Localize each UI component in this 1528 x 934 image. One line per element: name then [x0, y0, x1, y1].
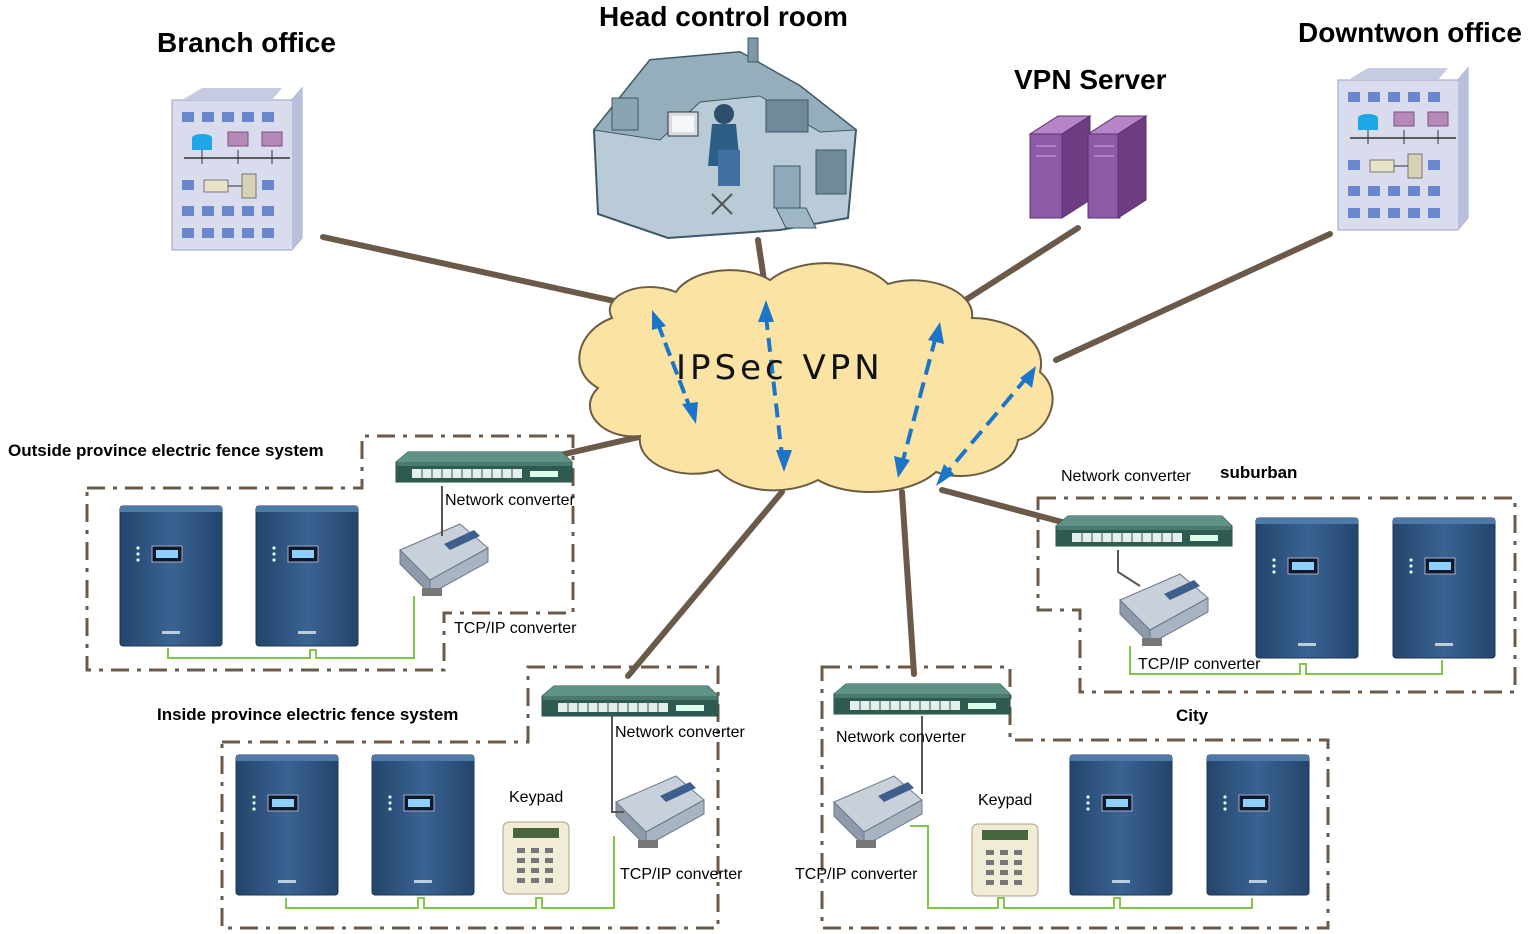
link-downtown-office	[1053, 231, 1333, 363]
zone-inside-province-border	[220, 665, 720, 930]
inside-keypad-device	[502, 821, 570, 895]
vpn-server-towers	[1028, 115, 1148, 219]
city-title: City	[1176, 706, 1209, 725]
suburban-network-switch	[1055, 515, 1233, 547]
downtown-office-building	[1337, 67, 1469, 231]
inside-province-title: Inside province electric fence system	[157, 705, 459, 724]
link-head-control-room	[755, 237, 767, 283]
outside-network-converter-label: Network converter	[445, 492, 575, 509]
inside-network-switch	[541, 685, 719, 717]
vpn-cloud	[578, 262, 1054, 493]
branch-office-building	[171, 87, 303, 251]
zone-suburban-border	[1036, 496, 1517, 694]
vpn-tunnel-arrows	[656, 315, 1030, 478]
link-inside-province	[625, 489, 785, 679]
city-controller-1	[1069, 754, 1173, 896]
vpn-server-label: VPN Server	[1014, 64, 1167, 95]
city-network-switch	[833, 683, 1011, 715]
link-city	[899, 489, 917, 677]
inside-keypad-label: Keypad	[509, 789, 564, 806]
branch-office-label: Branch office	[157, 27, 336, 58]
zone-borders	[85, 434, 1517, 930]
inside-tcpip-converter-label: TCP/IP converter	[620, 866, 743, 883]
inside-wire	[285, 836, 615, 909]
vpn-cloud-label: IPSec VPN	[676, 348, 884, 388]
zone-outside-province-border	[85, 434, 575, 672]
city-controller-2	[1206, 754, 1310, 896]
suburban-title: suburban	[1220, 463, 1298, 482]
city-keypad-label: Keypad	[978, 792, 1033, 809]
outside-tcpip-device	[399, 523, 489, 597]
suburban-wire	[1129, 646, 1443, 675]
suburban-tcpip-device	[1119, 573, 1209, 647]
outside-network-switch	[395, 451, 573, 483]
outside-controller-1	[119, 505, 223, 647]
outside-province-title: Outside province electric fence system	[8, 441, 324, 460]
inside-tcpip-device	[615, 775, 705, 849]
city-tcpip-converter-label: TCP/IP converter	[795, 866, 918, 883]
downtown-office-label: Downtwon office	[1298, 17, 1522, 48]
city-wire	[910, 825, 1253, 909]
city-keypad-device	[971, 823, 1039, 897]
city-network-converter-label: Network converter	[836, 729, 966, 746]
inside-controller-1	[235, 754, 339, 896]
outside-tcpip-converter-label: TCP/IP converter	[454, 620, 577, 637]
city-tcpip-device	[833, 775, 923, 849]
inside-controller-2	[371, 754, 475, 896]
suburban-tcpip-converter-label: TCP/IP converter	[1138, 656, 1261, 673]
head-control-room-label: Head control room	[599, 1, 848, 32]
suburban-network-converter-label: Network converter	[1061, 468, 1191, 485]
link-vpn-server	[953, 225, 1081, 309]
inside-network-converter-label: Network converter	[615, 724, 745, 741]
arrow-heads	[652, 300, 1036, 486]
outside-wire	[167, 596, 415, 659]
link-suburban	[939, 487, 1065, 525]
zone-city-border	[820, 665, 1330, 930]
suburban-controller-1	[1255, 517, 1359, 659]
link-branch-office	[320, 234, 631, 307]
outside-controller-2	[255, 505, 359, 647]
head-control-room-house	[592, 37, 858, 240]
suburban-controller-2	[1392, 517, 1496, 659]
